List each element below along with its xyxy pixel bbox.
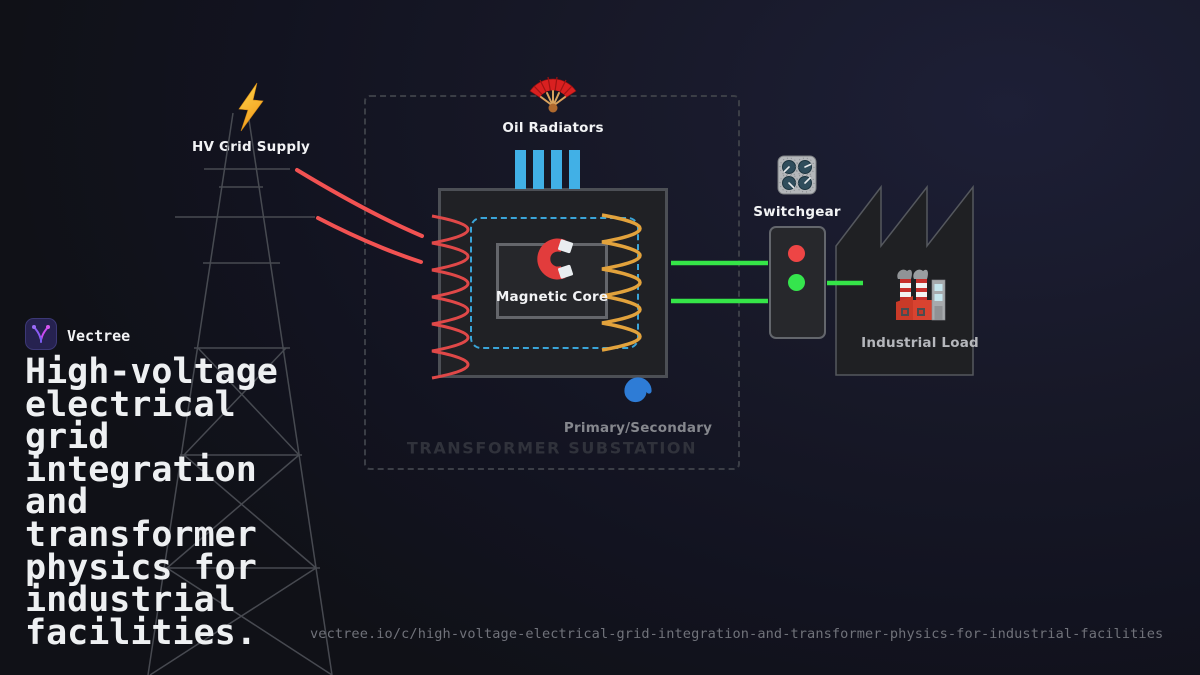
oil-radiators-label: Oil Radiators bbox=[502, 120, 604, 136]
windings-label: Primary/Secondary bbox=[563, 420, 713, 436]
magnetic-core-label: Magnetic Core bbox=[495, 289, 609, 305]
magnet-icon bbox=[529, 234, 577, 288]
control-knobs-icon bbox=[777, 155, 817, 199]
headline-line: High-voltage bbox=[25, 352, 278, 392]
headline-line: industrial bbox=[25, 580, 236, 621]
headline-line: transformer bbox=[25, 514, 257, 555]
brand-name: Vectree bbox=[67, 327, 131, 345]
headline-line: facilities. bbox=[25, 612, 257, 653]
indicator-red bbox=[788, 245, 805, 262]
hv-grid-supply-label: HV Grid Supply bbox=[191, 139, 311, 155]
switchgear-label: Switchgear bbox=[753, 204, 841, 220]
lightning-bolt-icon bbox=[232, 82, 270, 136]
headline-line: grid bbox=[25, 417, 110, 458]
page-url: vectree.io/c/high-voltage-electrical-gri… bbox=[310, 626, 1164, 642]
industrial-load-label: Industrial Load bbox=[861, 335, 979, 351]
folding-fan-icon bbox=[527, 70, 579, 120]
headline: High-voltage electrical grid integration… bbox=[25, 352, 278, 653]
factory-icon bbox=[892, 266, 948, 326]
brand: Vectree bbox=[25, 318, 130, 354]
vectree-logo bbox=[25, 318, 57, 354]
headline-line: and bbox=[25, 482, 89, 523]
indicator-green bbox=[788, 274, 805, 291]
spiral-icon bbox=[615, 367, 661, 417]
substation-title: TRANSFORMER SUBSTATION bbox=[406, 438, 698, 458]
